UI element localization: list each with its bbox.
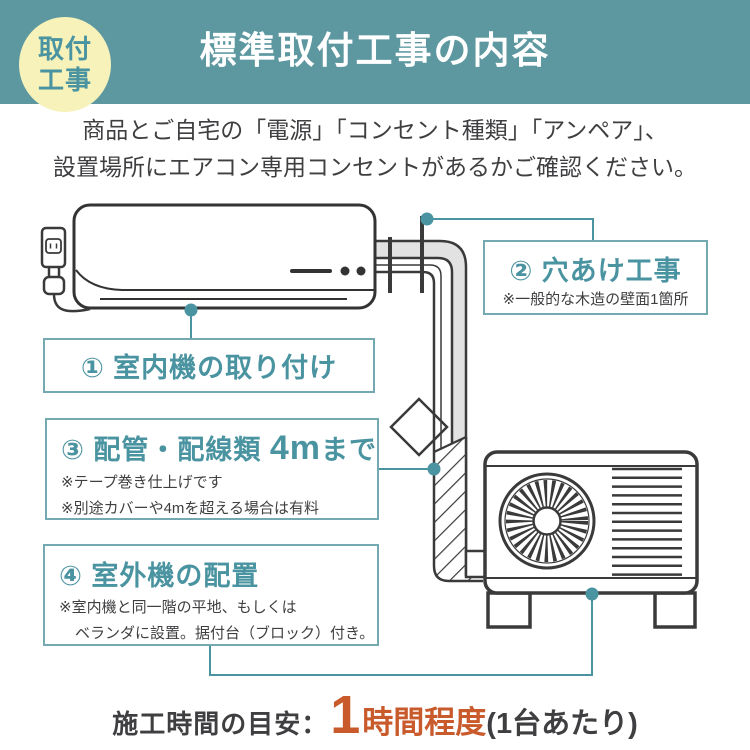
badge-line-1: 取付 (37, 33, 92, 64)
step-label-2: ② 穴あけ工事 (509, 256, 682, 286)
badge-line-2: 工事 (37, 64, 92, 95)
mounting-block-left (486, 591, 532, 629)
taped-pipe-illustration (432, 436, 487, 583)
connector-dot-step1 (184, 303, 198, 317)
installation-badge: 取付 工事 (19, 17, 111, 112)
connector-dot-step3 (427, 462, 441, 476)
step-note-3a: ※テープ巻き仕上げです (61, 474, 223, 491)
step-note-4b: ベランダに設置。据付台（ブロック）付き。 (75, 625, 375, 643)
time-estimate-number: 1 (330, 685, 361, 745)
step-label-3-tail: まで (321, 435, 378, 465)
connector-line-step4 (209, 594, 593, 676)
connector-dot-step2 (420, 212, 434, 226)
time-estimate-unit: 時間程度 (362, 705, 487, 740)
header-band: 標準取付工事の内容 (0, 0, 750, 104)
intro-text: 商品とご自宅の「電源」「コンセント種類」「アンペア」、 設置場所にエアコン専用コ… (0, 112, 750, 186)
outdoor-unit-illustration (483, 450, 699, 629)
work-time-estimate: 施工時間の目安： 1 時間程度 (1台あたり) (0, 684, 750, 746)
step-box-hole-drilling: ② 穴あけ工事 ※一般的な木造の壁面1箇所 (483, 240, 708, 315)
step-note-2: ※一般的な木造の壁面1箇所 (502, 291, 689, 308)
pipe-stub (464, 549, 487, 579)
connector-line-step2 (427, 218, 594, 240)
step-label-3: ③ 配管・配線類 4mまで (61, 428, 377, 468)
fan-icon (498, 472, 596, 570)
connector-dot-step4 (585, 587, 599, 601)
intro-line-2: 設置場所にエアコン専用コンセントがあるかご確認ください。 (53, 154, 697, 180)
step-label-4: ④ 室外機の配置 (59, 561, 260, 591)
intro-line-1: 商品とご自宅の「電源」「コンセント種類」「アンペア」、 (82, 117, 668, 143)
mounting-block-right (653, 591, 697, 629)
step-box-outdoor-unit: ④ 室外機の配置 ※室内機と同一階の平地、もしくは ベランダに設置。据付台（ブロ… (43, 544, 379, 646)
wall-section-lines (388, 216, 424, 293)
step-label-3-pre: ③ 配管・配線類 (61, 435, 270, 465)
step-note-4a: ※室内機と同一階の平地、もしくは (59, 599, 297, 616)
pipe-bend-diamond (389, 397, 449, 457)
page-title: 標準取付工事の内容 (199, 30, 551, 71)
power-plug-icon (40, 226, 91, 313)
step-label-3-em: 4m (269, 429, 322, 467)
connector-lines (184, 212, 599, 676)
step-box-piping: ③ 配管・配線類 4mまで ※テープ巻き仕上げです ※別途カバーや4mを超える場… (45, 418, 379, 520)
time-estimate-prefix: 施工時間の目安： (112, 709, 329, 739)
step-note-3b: ※別途カバーや4mを超える場合は有料 (61, 500, 319, 518)
step-label-1: ① 室内機の取り付け (80, 353, 338, 383)
step-box-indoor-unit: ① 室内機の取り付け (43, 338, 375, 393)
time-estimate-suffix: (1台あたり) (486, 708, 638, 740)
indoor-unit-illustration (72, 203, 377, 310)
side-vent-lines (612, 467, 682, 576)
